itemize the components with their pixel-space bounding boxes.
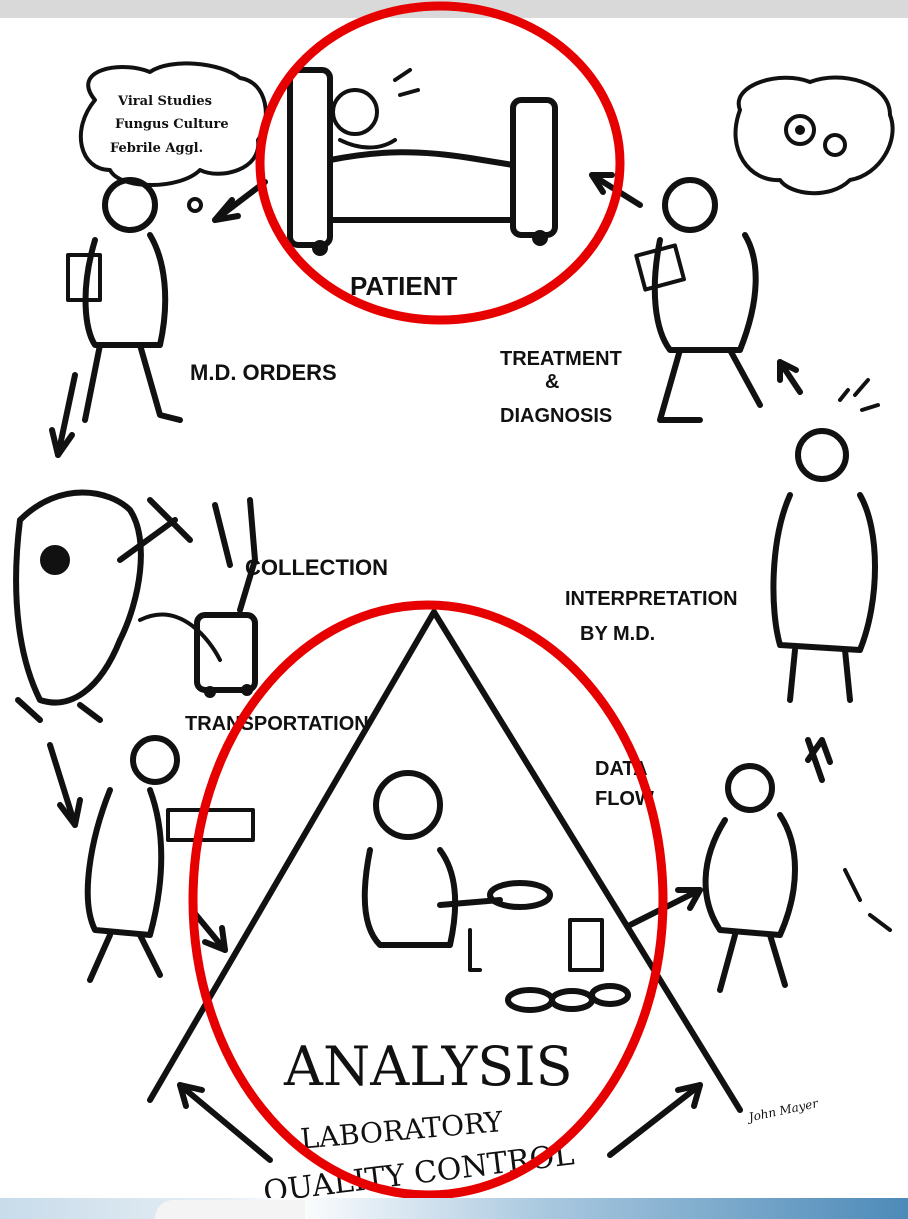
- highlight-ring-analysis: [188, 600, 668, 1200]
- bottom-frame-strip: [0, 1198, 908, 1219]
- label-patient: PATIENT: [350, 271, 457, 301]
- collection-bed: [194, 497, 258, 698]
- label-laboratory: LABORATORY: [299, 1105, 505, 1156]
- thought-bubble-right: [733, 75, 895, 196]
- highlight-ring-patient: [255, 1, 625, 325]
- gear-icon: [784, 114, 847, 157]
- label-interpretation: INTERPRETATION: [565, 588, 738, 610]
- lab-technician-figure: [361, 770, 631, 1013]
- label-flow: FLOW: [595, 788, 654, 810]
- label-treatment-amp: &: [545, 371, 559, 393]
- label-collection: COLLECTION: [245, 555, 388, 580]
- transport-figure: [84, 735, 255, 983]
- bottom-logo-tab: [155, 1200, 305, 1219]
- label-by-md: BY M.D.: [580, 623, 655, 645]
- label-analysis: ANALYSIS: [283, 1035, 573, 1098]
- collection-figures: [13, 489, 222, 723]
- thought-text-line-1: Viral Studies: [117, 94, 212, 109]
- thought-text-line-3: Febrile Aggl.: [110, 141, 203, 156]
- signature: John Mayer: [745, 1096, 821, 1125]
- treatment-figure: [634, 177, 763, 423]
- label-treatment: TREATMENT: [500, 348, 622, 370]
- analysis-triangle: [147, 609, 743, 1113]
- label-diagnosis: DIAGNOSIS: [500, 405, 612, 427]
- label-transportation: TRANSPORTATION: [185, 713, 369, 735]
- thought-bubble-dot: [187, 197, 203, 213]
- thought-text-line-2: Fungus Culture: [115, 117, 229, 132]
- label-md-orders: M.D. ORDERS: [190, 360, 337, 385]
- md-figure-left: [66, 177, 183, 423]
- data-flow-figure: [702, 763, 892, 993]
- patient-bed-figure: [287, 67, 558, 256]
- interpretation-figure: [770, 378, 880, 703]
- thought-text-left: Viral Studies Fungus Culture Febrile Agg…: [110, 94, 229, 156]
